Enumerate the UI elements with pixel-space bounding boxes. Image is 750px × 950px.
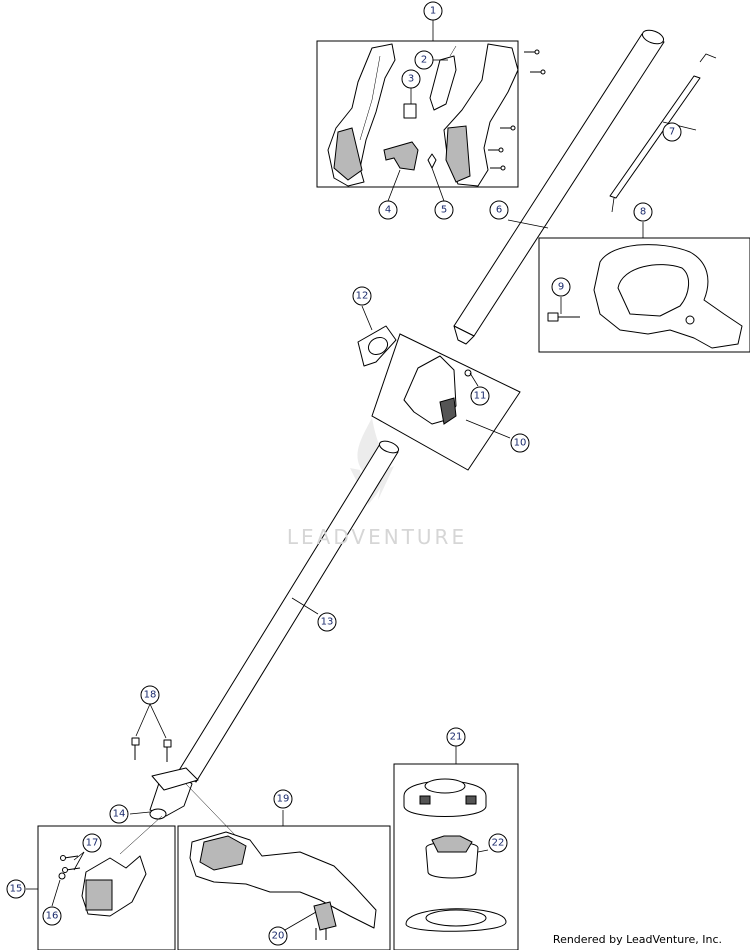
svg-text:15: 15 (10, 884, 23, 895)
svg-text:12: 12 (356, 291, 369, 302)
group-box-shaft-joint (371, 333, 521, 471)
assist-handle-bolt (547, 312, 580, 322)
callout-15: 15 (6, 879, 26, 899)
callout-21: 21 (446, 727, 466, 747)
trigger-spring (427, 153, 437, 169)
callout-3: 3 (401, 69, 421, 89)
svg-text:11: 11 (474, 391, 487, 402)
render-credit: Rendered by LeadVenture, Inc. (552, 933, 722, 946)
callout-10: 10 (510, 433, 530, 453)
svg-text:5: 5 (441, 205, 447, 216)
svg-text:4: 4 (385, 205, 391, 216)
handle-grip-left (333, 127, 363, 181)
gearbox-screws (58, 855, 81, 880)
handle-grip-right (445, 125, 471, 183)
svg-text:2: 2 (421, 55, 427, 66)
callout-16: 16 (42, 906, 62, 926)
clamp-screw (464, 369, 472, 377)
watermark-text: LEADVENTURE (286, 525, 468, 549)
callout-4: 4 (378, 200, 398, 220)
callout-2: 2 (414, 50, 434, 70)
throttle-cable (609, 75, 701, 199)
svg-text:3: 3 (408, 74, 414, 85)
svg-text:22: 22 (492, 838, 505, 849)
svg-text:1: 1 (430, 6, 436, 17)
callout-14: 14 (109, 804, 129, 824)
svg-text:18: 18 (144, 690, 157, 701)
lower-drive-shaft (177, 443, 399, 783)
svg-text:9: 9 (558, 282, 564, 293)
svg-text:17: 17 (86, 838, 99, 849)
callout-7: 7 (662, 122, 682, 142)
callout-5: 5 (434, 200, 454, 220)
svg-text:13: 13 (321, 617, 334, 628)
svg-text:20: 20 (272, 931, 285, 942)
callout-6: 6 (489, 200, 509, 220)
trigger (383, 141, 419, 171)
group-box-handle-housing (316, 40, 519, 188)
line-cutter (313, 901, 337, 940)
ignition-switch (403, 103, 417, 119)
bracket-bolts (131, 737, 172, 762)
guard-bracket (151, 767, 199, 791)
callout-1: 1 (423, 1, 443, 21)
svg-text:10: 10 (514, 438, 527, 449)
group-box-debris-guard (177, 825, 391, 950)
svg-text:7: 7 (669, 127, 675, 138)
svg-text:16: 16 (46, 911, 59, 922)
callout-9: 9 (551, 277, 571, 297)
callout-20: 20 (268, 926, 288, 946)
callout-17: 17 (82, 833, 102, 853)
callout-13: 13 (317, 612, 337, 632)
svg-text:6: 6 (496, 205, 502, 216)
svg-text:14: 14 (113, 809, 126, 820)
svg-text:21: 21 (450, 732, 463, 743)
svg-text:8: 8 (640, 207, 646, 218)
throttle-lever (429, 55, 457, 111)
callout-18: 18 (140, 685, 160, 705)
callout-12: 12 (352, 286, 372, 306)
group-box-assist-handle (538, 237, 750, 353)
callout-19: 19 (273, 789, 293, 809)
trimmer-spool-head (403, 780, 487, 817)
group-box-gearbox (37, 825, 176, 950)
callout-8: 8 (633, 202, 653, 222)
callout-11: 11 (470, 386, 490, 406)
svg-text:19: 19 (277, 794, 290, 805)
housing-screws (488, 49, 546, 171)
callout-22: 22 (488, 833, 508, 853)
